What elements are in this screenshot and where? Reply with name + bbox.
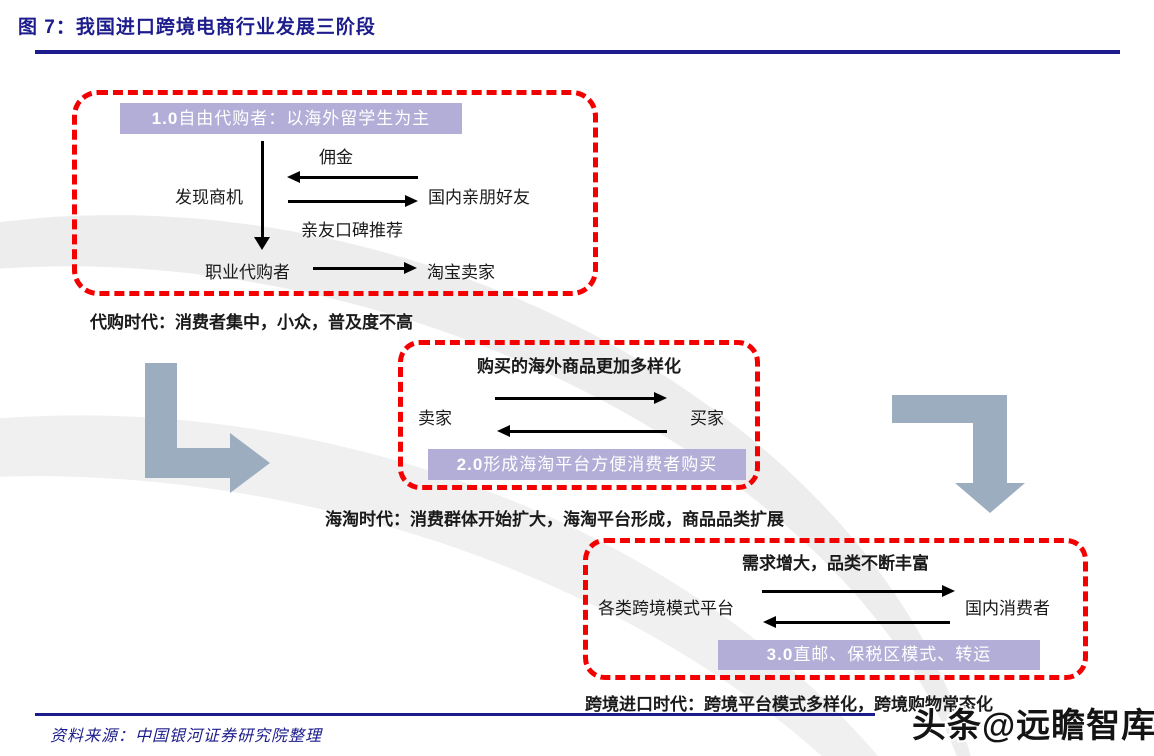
stage3-banner-label: 直邮、保税区模式、转运 — [793, 645, 992, 664]
down-arrow-line — [261, 141, 264, 238]
stage3-banner: 3.0直邮、保税区模式、转运 — [718, 640, 1040, 670]
down-arrow-head — [254, 237, 270, 250]
professional-to-taobao-arrow — [313, 262, 417, 274]
watermark: 头条@远瞻智库 — [912, 707, 1154, 745]
stage3-badge: 3.0 — [766, 645, 794, 664]
stage2-badge: 2.0 — [456, 455, 484, 474]
stage2-caption: 海淘时代：消费群体开始扩大，海淘平台形成，商品品类扩展 — [325, 510, 784, 529]
seller-to-buyer-arrow — [495, 392, 667, 404]
stage1-commission-label: 佣金 — [319, 148, 353, 167]
stage3-heading: 需求增大，品类不断丰富 — [742, 554, 929, 573]
commission-arrow-left — [287, 171, 418, 183]
stage1-banner: 1.0自由代购者：以海外留学生为主 — [120, 103, 462, 134]
stage3-caption: 跨境进口时代：跨境平台模式多样化，跨境购物常态化 — [585, 695, 993, 714]
stage3-box: 需求增大，品类不断丰富 各类跨境模式平台 国内消费者 3.0直邮、保税区模式、转… — [583, 538, 1088, 680]
stage1-box: 1.0自由代购者：以海外留学生为主 发现商机 佣金 国内亲朋好友 亲友口碑推荐 … — [72, 90, 598, 296]
stage2-box: 购买的海外商品更加多样化 卖家 买家 2.0形成海淘平台方便消费者购买 — [398, 340, 760, 490]
consumer-to-platform-arrow — [763, 616, 950, 628]
stage3-platforms-label: 各类跨境模式平台 — [598, 599, 734, 618]
stage1-discover-label: 发现商机 — [175, 188, 243, 207]
stage2-seller-label: 卖家 — [418, 409, 452, 428]
stage2-banner-label: 形成海淘平台方便消费者购买 — [483, 455, 718, 474]
stage1-taobao-label: 淘宝卖家 — [427, 263, 495, 282]
stage1-friends-label: 国内亲朋好友 — [428, 188, 530, 207]
platform-to-consumer-arrow — [762, 585, 955, 597]
stage3-consumers-label: 国内消费者 — [965, 599, 1050, 618]
title-rule — [35, 50, 1120, 54]
stage1-recommend-label: 亲友口碑推荐 — [301, 221, 403, 240]
stage2-heading: 购买的海外商品更加多样化 — [477, 357, 681, 376]
stage2-banner: 2.0形成海淘平台方便消费者购买 — [428, 449, 746, 480]
buyer-to-seller-arrow — [497, 425, 667, 437]
figure-title: 图 7：我国进口跨境电商行业发展三阶段 — [18, 17, 376, 38]
stage1-professional-label: 职业代购者 — [205, 263, 290, 282]
source-note: 资料来源：中国银河证券研究院整理 — [50, 726, 323, 745]
stage1-badge: 1.0 — [151, 109, 179, 128]
recommend-arrow-right — [288, 195, 418, 207]
stage1-to-stage2-arrow — [145, 363, 270, 493]
footer-rule — [35, 713, 875, 716]
stage2-to-stage3-arrow — [892, 395, 1027, 513]
stage2-buyer-label: 买家 — [690, 409, 724, 428]
stage1-banner-label: 自由代购者：以海外留学生为主 — [178, 109, 431, 128]
stage1-caption: 代购时代：消费者集中，小众，普及度不高 — [90, 313, 413, 332]
